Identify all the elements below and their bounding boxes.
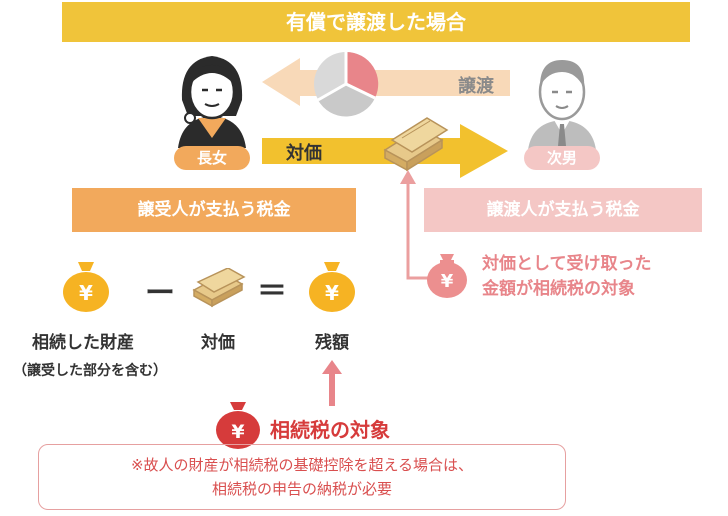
yen-symbol: ¥ <box>231 421 244 443</box>
money-bag-icon-assets: ¥ <box>63 262 109 312</box>
transferor-note-line-1: 対価として受け取った <box>482 254 652 274</box>
transferor-note: 対価として受け取った 金額が相続税の対象 <box>482 252 712 302</box>
minus-sign: ー <box>145 276 175 311</box>
money-stack-icon <box>383 117 449 172</box>
page-title: 有償で譲渡した場合 <box>62 2 690 42</box>
footnote-box: ※故人の財産が相続税の基礎控除を超える場合は、 相続税の申告の納税が必要 <box>38 444 566 510</box>
elder-daughter-avatar <box>178 56 246 148</box>
money-bag-icon-remainder: ¥ <box>309 262 355 312</box>
taxable-label: 相続税の対象 <box>270 418 390 442</box>
recipient-tax-header: 譲受人が支払う税金 <box>72 188 356 232</box>
pie-chart-icon <box>314 51 379 117</box>
transferor-tax-header: 譲渡人が支払う税金 <box>424 188 702 232</box>
equals-sign: ＝ <box>257 274 287 309</box>
inherited-assets-sublabel: （譲受した部分を含む） <box>13 363 167 379</box>
yen-symbol: ¥ <box>441 271 454 292</box>
consideration-equation-label: 対価 <box>201 333 235 353</box>
footnote-line-2: 相続税の申告の納税が必要 <box>211 480 392 498</box>
yen-symbol: ¥ <box>79 281 93 305</box>
money-stack-icon-equation <box>192 268 246 308</box>
transfer-label: 譲渡 <box>458 76 494 97</box>
transferor-note-line-2: 金額が相続税の対象 <box>482 279 635 299</box>
consideration-label: 対価 <box>286 143 322 164</box>
yen-symbol: ¥ <box>325 281 339 305</box>
remainder-pointer-arrow <box>322 360 342 406</box>
money-bag-icon-transferor: ¥ <box>427 254 467 298</box>
remainder-label: 残額 <box>315 333 349 353</box>
second-son-avatar <box>528 60 596 150</box>
money-bag-icon-taxable: ¥ <box>216 402 260 449</box>
footnote-line-1: ※故人の財産が相続税の基礎控除を超える場合は、 <box>130 456 474 474</box>
elder-daughter-badge: 長女 <box>174 146 250 170</box>
second-son-badge: 次男 <box>524 146 600 170</box>
inherited-assets-label: 相続した財産 <box>32 333 134 353</box>
